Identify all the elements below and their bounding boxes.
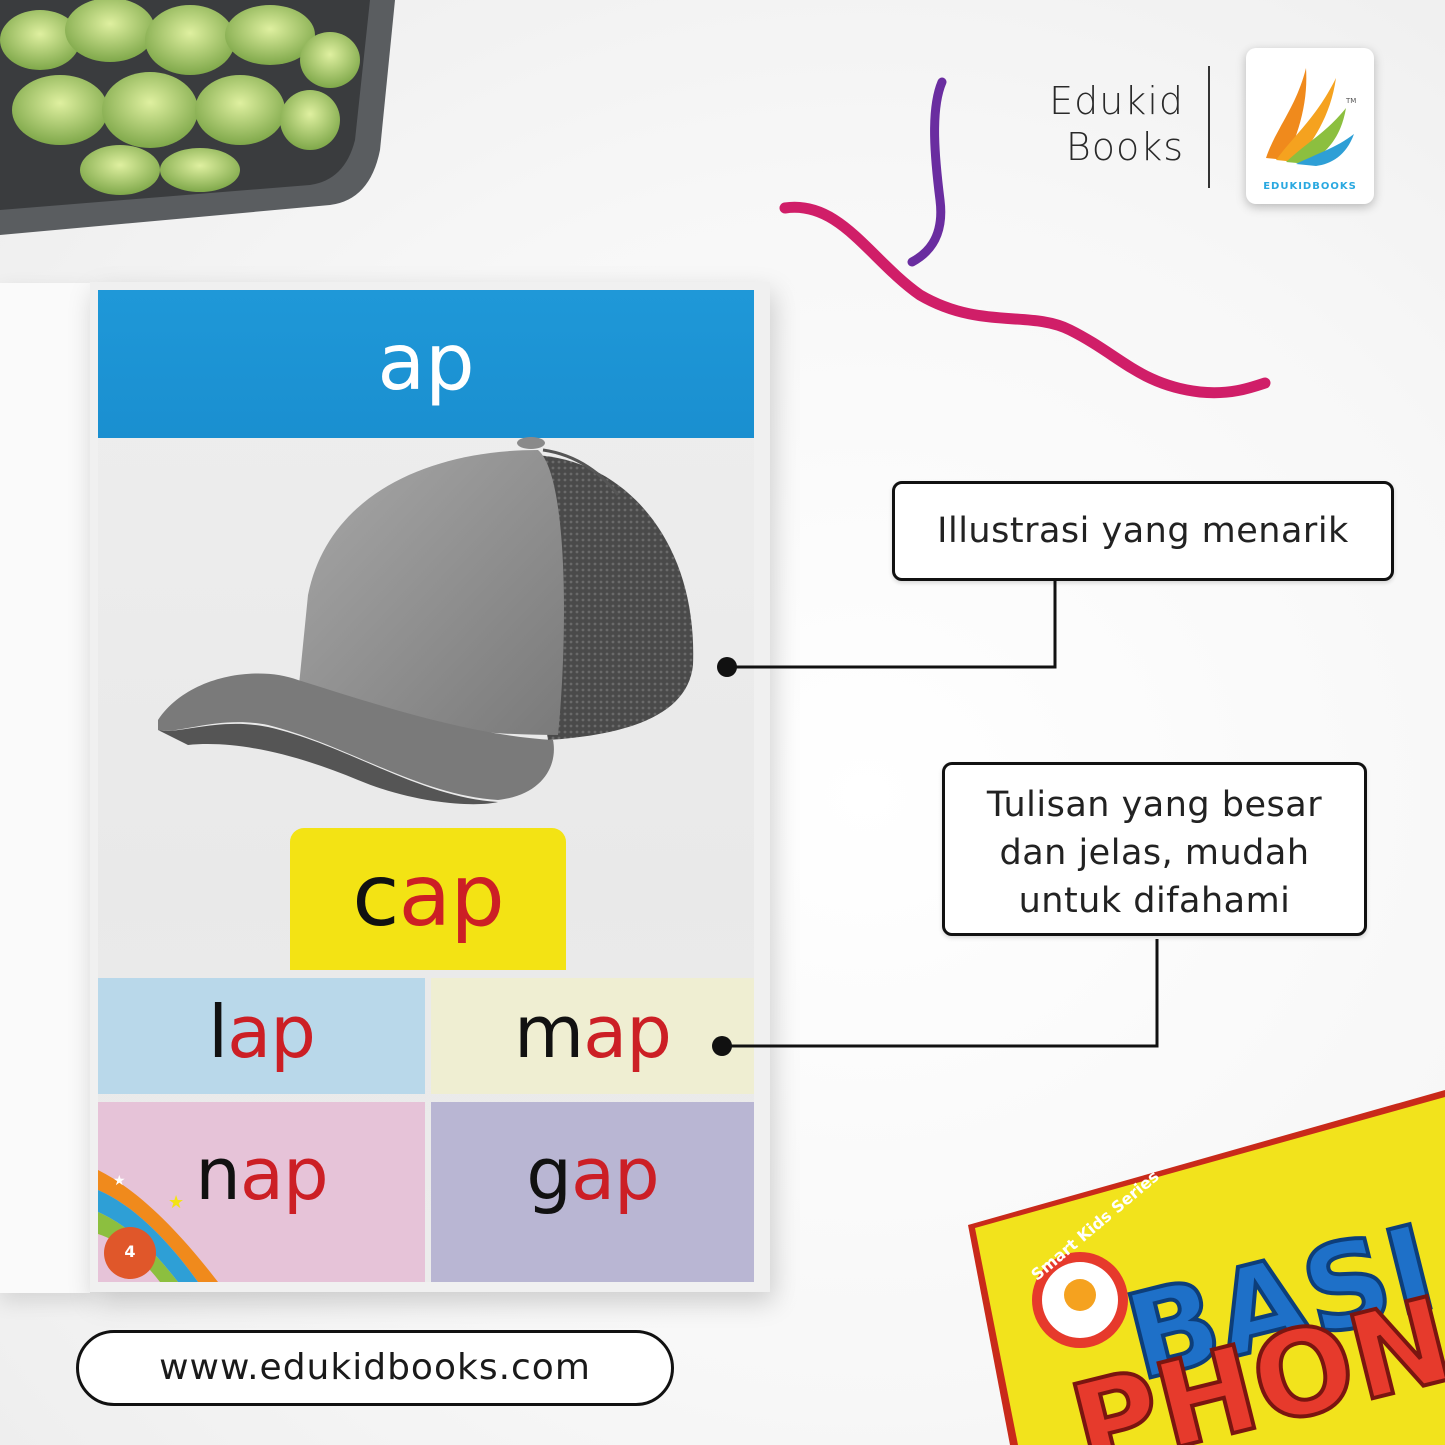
main-word: cap — [290, 846, 566, 946]
word-rime: ap — [570, 1132, 660, 1216]
word-text: gap — [431, 1132, 754, 1216]
word-rime: ap — [239, 1132, 329, 1216]
svg-text:★: ★ — [168, 1192, 184, 1213]
brand-name: Edukid Books — [1000, 78, 1184, 170]
word-cell: map — [431, 978, 754, 1094]
brand-name-line2: Books — [1065, 125, 1184, 169]
phonics-header-text: ap — [377, 318, 475, 408]
potted-plant-image — [0, 0, 395, 235]
page-number: 4 — [124, 1242, 136, 1261]
main-word-rime: ap — [398, 846, 505, 946]
word-cell: lap — [98, 978, 425, 1094]
word-text: map — [431, 990, 754, 1074]
page-corner-decoration: ★ ★ — [98, 1170, 218, 1282]
brand-name-line1: Edukid — [1049, 79, 1184, 123]
word-text: lap — [98, 990, 425, 1074]
word-onset: n — [195, 1132, 241, 1216]
word-cell: gap — [431, 1102, 754, 1282]
baseball-cap-icon — [158, 437, 694, 805]
website-link[interactable]: www.edukidbooks.com — [76, 1330, 674, 1406]
svg-text:★: ★ — [113, 1173, 126, 1189]
callout-illustration: Illustrasi yang menarik — [892, 481, 1394, 581]
callout-line: dan jelas, mudah — [999, 833, 1310, 873]
phonics-header-band: ap — [98, 290, 754, 438]
word-onset: l — [208, 990, 228, 1074]
callout-line: untuk difahami — [1018, 881, 1291, 921]
svg-text:TM: TM — [1345, 97, 1356, 105]
book-cover-image: Smart Kids Series BASI PHON — [968, 1090, 1445, 1445]
book-left-page — [0, 283, 90, 1293]
word-onset: g — [526, 1132, 572, 1216]
brand-divider — [1208, 66, 1210, 188]
word-text: nap — [98, 1132, 425, 1216]
callout-text-quality: Tulisan yang besar dan jelas, mudah untu… — [942, 762, 1367, 936]
brand-logo-label: EDUKIDBOOKS — [1263, 181, 1357, 192]
callout-line: Tulisan yang besar — [986, 785, 1323, 825]
brand-logo: TM EDUKIDBOOKS — [1246, 48, 1374, 204]
crayon-scribble-decoration — [779, 77, 1271, 399]
main-word-box: cap — [290, 828, 566, 970]
main-word-onset: c — [352, 846, 399, 946]
word-onset: m — [514, 990, 584, 1074]
book-page-content: ap cap lap map nap gap ★ — [98, 290, 754, 1282]
word-rime: ap — [227, 990, 316, 1074]
word-rime: ap — [583, 990, 672, 1074]
wings-logo-icon: TM — [1266, 68, 1356, 166]
